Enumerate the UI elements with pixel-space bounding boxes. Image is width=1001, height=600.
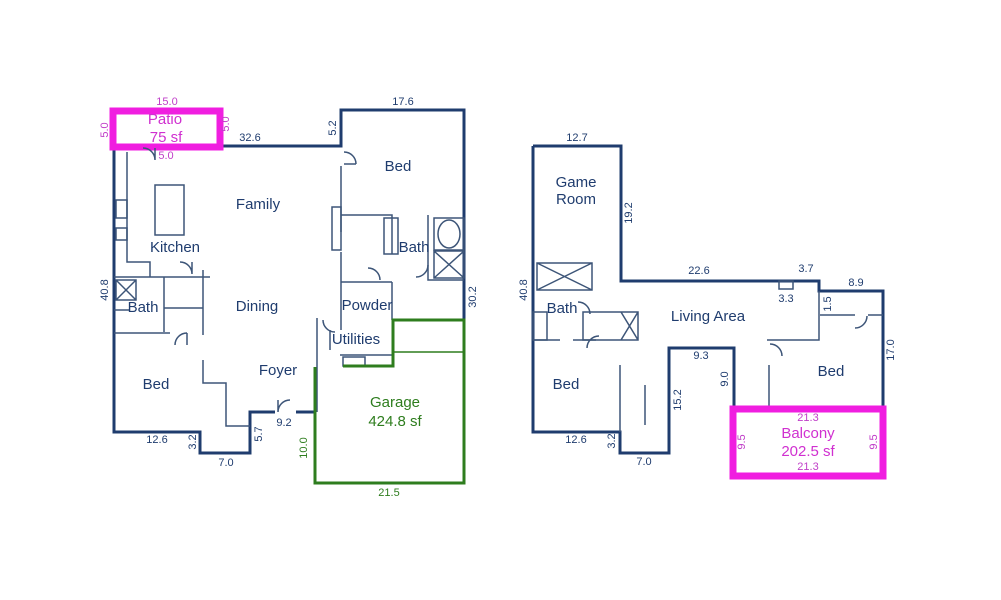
dim-patio-bottom: 5.0 — [158, 150, 173, 162]
balcony-area: 202.5 sf — [781, 443, 835, 460]
dim-bottom-left: 12.6 — [565, 434, 586, 446]
dim-living-top: 22.6 — [688, 265, 709, 277]
dim-balcony-top: 21.3 — [797, 412, 818, 424]
dim-garage-side: 10.0 — [298, 437, 310, 458]
room-bed-main: Bed — [385, 158, 412, 175]
dim-bottom-left: 12.6 — [146, 434, 167, 446]
room-foyer: Foyer — [259, 362, 297, 379]
room-balcony: Balcony — [781, 425, 835, 442]
dim-balcony-left: 9.5 — [736, 434, 748, 449]
dim-bed-top: 17.6 — [392, 96, 413, 108]
dim-game-top: 12.7 — [566, 132, 587, 144]
patio-area: 75 sf — [150, 129, 183, 146]
room-dining: Dining — [236, 298, 279, 315]
dim-foyer-front: 9.2 — [276, 417, 291, 429]
room-kitchen: Kitchen — [150, 239, 200, 256]
patio-label: Patio — [148, 111, 182, 128]
room-bed-right: Bed — [818, 363, 845, 380]
dim-bottom-mid: 7.0 — [218, 457, 233, 469]
floor2-walls — [531, 144, 885, 455]
dim-step: 1.5 — [822, 296, 834, 311]
dim-inner-top: 9.3 — [693, 350, 708, 362]
dim-bed-step: 5.2 — [327, 120, 339, 135]
room-powder: Powder — [342, 297, 393, 314]
balcony-outline — [729, 405, 887, 480]
room-game: Game — [556, 174, 597, 191]
floor1-walls — [112, 108, 466, 455]
dim-left: 40.8 — [518, 279, 530, 300]
dim-step-a: 3.2 — [606, 433, 618, 448]
dim-top-wall: 32.6 — [239, 132, 260, 144]
dim-right: 30.2 — [467, 286, 479, 307]
room-bed-left: Bed — [553, 376, 580, 393]
dim-patio-right: 5.0 — [220, 116, 232, 131]
dim-bed-top: 8.9 — [848, 277, 863, 289]
dim-balcony-bottom: 21.3 — [797, 461, 818, 473]
patio-outline — [109, 107, 224, 151]
dim-patio-top: 15.0 — [156, 96, 177, 108]
dim-balcony-right: 9.5 — [868, 434, 880, 449]
doors — [142, 147, 429, 413]
dim-step-b: 5.7 — [253, 426, 265, 441]
room-game-2: Room — [556, 191, 596, 208]
room-family: Family — [236, 196, 281, 213]
room-garage: Garage — [370, 394, 420, 411]
dim-small: 3.3 — [778, 293, 793, 305]
dim-left: 40.8 — [99, 279, 111, 300]
dim-game-right: 19.2 — [623, 202, 635, 223]
dim-patio-left: 5.0 — [99, 122, 111, 137]
garage-area: 424.8 sf — [368, 413, 422, 430]
dim-top-b: 3.7 — [798, 263, 813, 275]
dim-bottom-mid: 7.0 — [636, 456, 651, 468]
room-living: Living Area — [671, 308, 746, 325]
dim-step-a: 3.2 — [187, 434, 199, 449]
dim-right: 17.0 — [885, 339, 897, 360]
room-utilities: Utilities — [332, 331, 380, 348]
room-bath-main: Bath — [399, 239, 430, 256]
dim-inner-right: 9.0 — [719, 371, 731, 386]
room-bath-left: Bath — [128, 299, 159, 316]
dim-inner-left: 15.2 — [672, 389, 684, 410]
room-bath: Bath — [547, 300, 578, 317]
dim-garage-bottom: 21.5 — [378, 487, 399, 499]
garage-walls — [313, 318, 466, 485]
room-bed-left: Bed — [143, 376, 170, 393]
